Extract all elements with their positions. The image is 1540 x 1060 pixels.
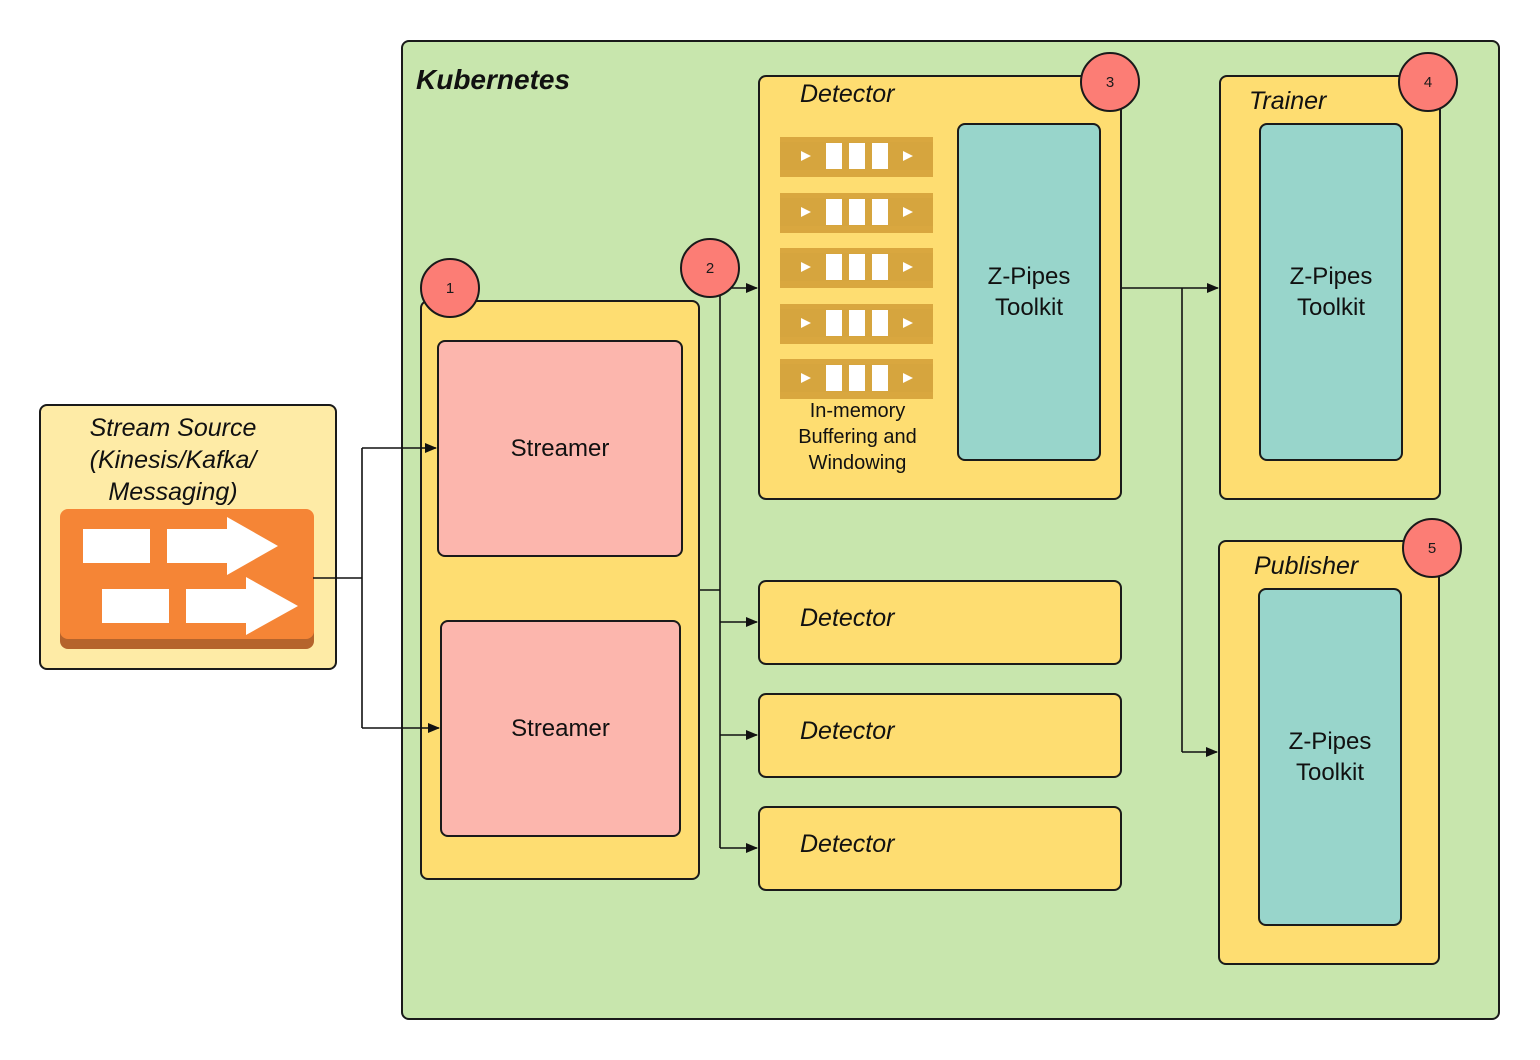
stream-arrows-icon xyxy=(60,509,314,649)
trainer-toolkit-line-1: Z-Pipes xyxy=(1289,262,1373,290)
publisher-toolkit-line-2: Toolkit xyxy=(1295,759,1365,786)
badge-1: 1 xyxy=(420,258,480,318)
stream-source-title-line-3: Messaging) xyxy=(108,478,238,506)
publisher-toolkit: Z-Pipes Toolkit xyxy=(1258,588,1402,926)
buffer-caption-line-2: Buffering and xyxy=(798,426,917,448)
buffer-caption-line-3: Windowing xyxy=(808,452,907,474)
buffer-queue-icon xyxy=(780,248,933,288)
stream-source-title-line-2: (Kinesis/Kafka/ xyxy=(89,446,257,474)
detector-main-title: Detector xyxy=(800,80,895,108)
buffer-caption-line-1: In-memory xyxy=(809,400,906,422)
kubernetes-label: Kubernetes xyxy=(416,64,571,95)
buffer-queue-icon xyxy=(780,304,933,344)
stream-source-box: Stream Source (Kinesis/Kafka/ Messaging) xyxy=(39,404,337,670)
badge-5: 5 xyxy=(1402,518,1462,578)
badge-2: 2 xyxy=(680,238,740,298)
trainer-toolkit: Z-Pipes Toolkit xyxy=(1259,123,1403,461)
detector-collapsed-1: Detector xyxy=(758,580,1122,665)
stream-source-title: Stream Source (Kinesis/Kafka/ Messaging) xyxy=(83,412,263,508)
detector-collapsed-1-title: Detector xyxy=(800,604,895,632)
detector-collapsed-3-title: Detector xyxy=(800,830,895,858)
trainer-title: Trainer xyxy=(1249,87,1327,115)
streamer-2-label: Streamer xyxy=(511,714,610,742)
detector-collapsed-2-title: Detector xyxy=(800,717,895,745)
badge-3: 3 xyxy=(1080,52,1140,112)
publisher-title: Publisher xyxy=(1254,552,1359,580)
buffer-queue-icon xyxy=(780,359,933,399)
detector-collapsed-2: Detector xyxy=(758,693,1122,778)
detector-toolkit-line-2: Toolkit xyxy=(994,294,1064,321)
badge-4: 4 xyxy=(1398,52,1458,112)
publisher-toolkit-line-1: Z-Pipes xyxy=(1288,727,1372,755)
stream-source-title-line-1: Stream Source xyxy=(89,414,257,442)
buffer-caption: In-memory Buffering and Windowing xyxy=(770,398,945,476)
streamer-2: Streamer xyxy=(440,620,681,837)
streamer-1: Streamer xyxy=(437,340,683,557)
detector-collapsed-3: Detector xyxy=(758,806,1122,891)
buffer-queue-icon xyxy=(780,193,933,233)
streamer-1-label: Streamer xyxy=(510,434,610,462)
trainer-toolkit-line-2: Toolkit xyxy=(1296,294,1366,321)
detector-toolkit-line-1: Z-Pipes xyxy=(987,262,1071,290)
detector-toolkit: Z-Pipes Toolkit xyxy=(957,123,1101,461)
buffer-queue-icon xyxy=(780,137,933,177)
